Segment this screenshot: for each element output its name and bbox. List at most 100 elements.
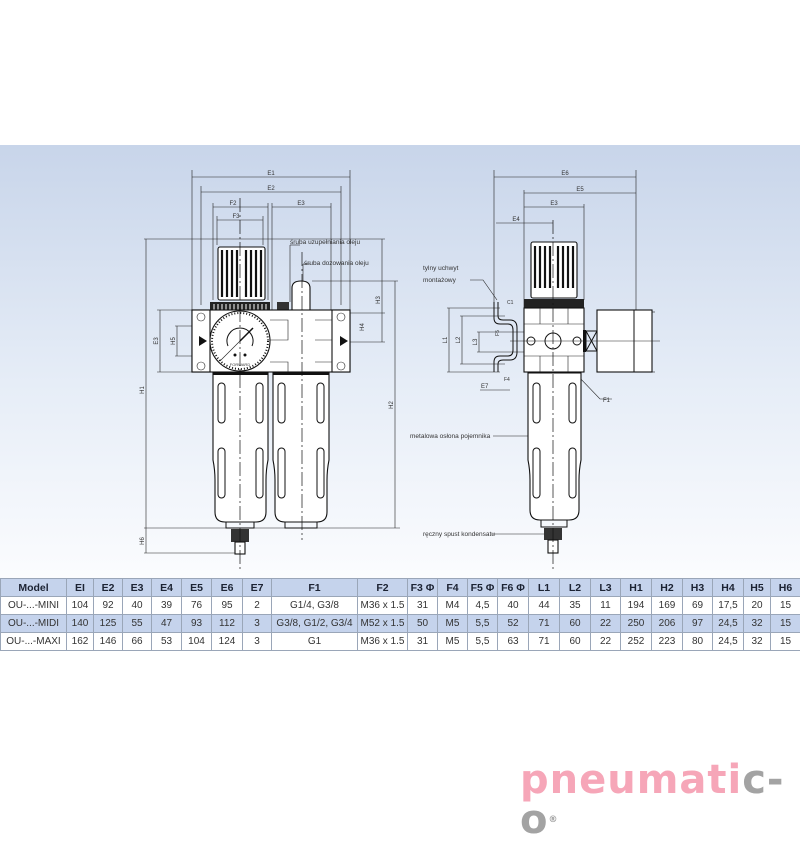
side-view: E6 E5 E3 E4 L1 L2 L3 F5 F6 F1 E7 tylny u… [410, 170, 660, 570]
dim-H4: H4 [360, 323, 366, 331]
table-cell: M5 [438, 615, 468, 633]
table-cell: M36 x 1.5 [358, 633, 408, 651]
table-cell: 2 [243, 597, 272, 615]
table-cell: 35 [560, 597, 591, 615]
dim-F5: F5 [495, 330, 501, 336]
column-header: F1 [272, 579, 358, 597]
dim-C1: C1 [507, 300, 514, 306]
dim-L1: L1 [443, 336, 449, 343]
table-cell: M36 x 1.5 [358, 597, 408, 615]
table-cell: 39 [152, 597, 182, 615]
callout-manual-drain: ręczny spust kondensatu [423, 531, 495, 538]
table-cell: 71 [529, 615, 560, 633]
table-cell: 24,5 [713, 633, 744, 651]
column-header: E3 [123, 579, 152, 597]
table-cell: 3 [243, 633, 272, 651]
dim-E3: E3 [297, 201, 305, 207]
callout-rear-bracket-2: montażowy [423, 277, 457, 284]
table-cell: 80 [683, 633, 713, 651]
table-cell: 125 [94, 615, 123, 633]
lubricator-bowl [273, 373, 329, 522]
logo-text-pink: pneumati [520, 757, 742, 803]
table-cell: M5 [438, 633, 468, 651]
dim-E7: E7 [481, 384, 489, 390]
table-cell: 5,5 [468, 615, 498, 633]
dim-H5: H5 [171, 337, 177, 345]
table-cell: G1/4, G3/8 [272, 597, 358, 615]
table-cell: M4 [438, 597, 468, 615]
table-cell: 194 [621, 597, 652, 615]
column-header: EI [67, 579, 94, 597]
regulator-filter-bowl [213, 373, 268, 522]
column-header: E6 [212, 579, 243, 597]
pneumatico-logo: pneumatic-o® [520, 760, 800, 840]
column-header: F5 Φ [468, 579, 498, 597]
column-header: F3 Φ [408, 579, 438, 597]
technical-drawing: E1 E2 F2 E3 F3 H1 H2 H3 H4 H5 H6 E3 śrub… [0, 0, 800, 800]
column-header: L3 [591, 579, 621, 597]
column-header: F4 [438, 579, 468, 597]
table-cell: 66 [123, 633, 152, 651]
column-header: H5 [744, 579, 771, 597]
callout-metal-bowl-guard: metalowa osłona pojemnika [410, 433, 491, 440]
column-header: E4 [152, 579, 182, 597]
table-cell: 76 [182, 597, 212, 615]
dim-E4: E4 [512, 217, 520, 223]
dim-H3: H3 [376, 296, 382, 304]
dim-E2: E2 [267, 186, 275, 192]
column-header: H4 [713, 579, 744, 597]
table-cell: 31 [408, 633, 438, 651]
table-cell: 63 [498, 633, 529, 651]
table-cell: 40 [498, 597, 529, 615]
table-cell: 15 [771, 633, 800, 651]
column-header: L1 [529, 579, 560, 597]
table-cell: 146 [94, 633, 123, 651]
table-cell: 104 [67, 597, 94, 615]
dim-F4: F4 [504, 377, 510, 383]
table-cell: 162 [67, 633, 94, 651]
column-header: E7 [243, 579, 272, 597]
model-cell: OU-...-MINI [1, 597, 67, 615]
column-header: E2 [94, 579, 123, 597]
dim-F3: F3 [232, 214, 240, 220]
model-cell: OU-...-MIDI [1, 615, 67, 633]
table-cell: 55 [123, 615, 152, 633]
table-cell: 60 [560, 615, 591, 633]
regulator-knob [218, 247, 265, 300]
table-cell: 252 [621, 633, 652, 651]
table-cell: 20 [744, 597, 771, 615]
dim-E1: E1 [267, 171, 275, 177]
table-cell: 31 [408, 597, 438, 615]
table-cell: 69 [683, 597, 713, 615]
column-header: H2 [652, 579, 683, 597]
table-cell: 11 [591, 597, 621, 615]
table-cell: 17,5 [713, 597, 744, 615]
column-header: E5 [182, 579, 212, 597]
table-cell: 22 [591, 633, 621, 651]
table-cell: 32 [744, 633, 771, 651]
table-cell: 24,5 [713, 615, 744, 633]
table-cell: 140 [67, 615, 94, 633]
table-cell: 40 [123, 597, 152, 615]
rear-mounting-bracket [494, 302, 513, 372]
table-cell: 223 [652, 633, 683, 651]
callout-rear-bracket-1: tylny uchwyt [423, 265, 459, 272]
dim-H1: H1 [140, 386, 146, 394]
table-cell: 52 [498, 615, 529, 633]
column-header: F2 [358, 579, 408, 597]
table-cell: G1 [272, 633, 358, 651]
dim-F2: F2 [229, 201, 237, 207]
table-cell: 124 [212, 633, 243, 651]
side-regulator-knob [531, 242, 577, 298]
column-header: H3 [683, 579, 713, 597]
table-cell: 15 [771, 597, 800, 615]
table-cell: 206 [652, 615, 683, 633]
front-view: E1 E2 F2 E3 F3 H1 H2 H3 H4 H5 H6 E3 śrub… [140, 170, 400, 572]
table-cell: 104 [182, 633, 212, 651]
dim-H6: H6 [140, 537, 146, 545]
